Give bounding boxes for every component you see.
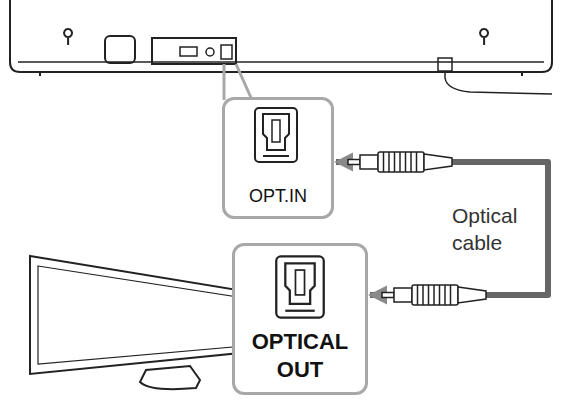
callout-box: OPT.IN: [222, 97, 334, 219]
tv-illustration: [30, 256, 250, 389]
cable-label: Optical cable: [450, 202, 540, 256]
callout-box: OPTICAL OUT: [232, 243, 368, 395]
optical-port-icon: [274, 254, 326, 320]
optical-port-icon: [253, 106, 299, 164]
port-label: OPT.IN: [228, 185, 328, 208]
port-label: OPTICAL OUT: [241, 328, 359, 384]
soundbar: [10, 0, 552, 94]
